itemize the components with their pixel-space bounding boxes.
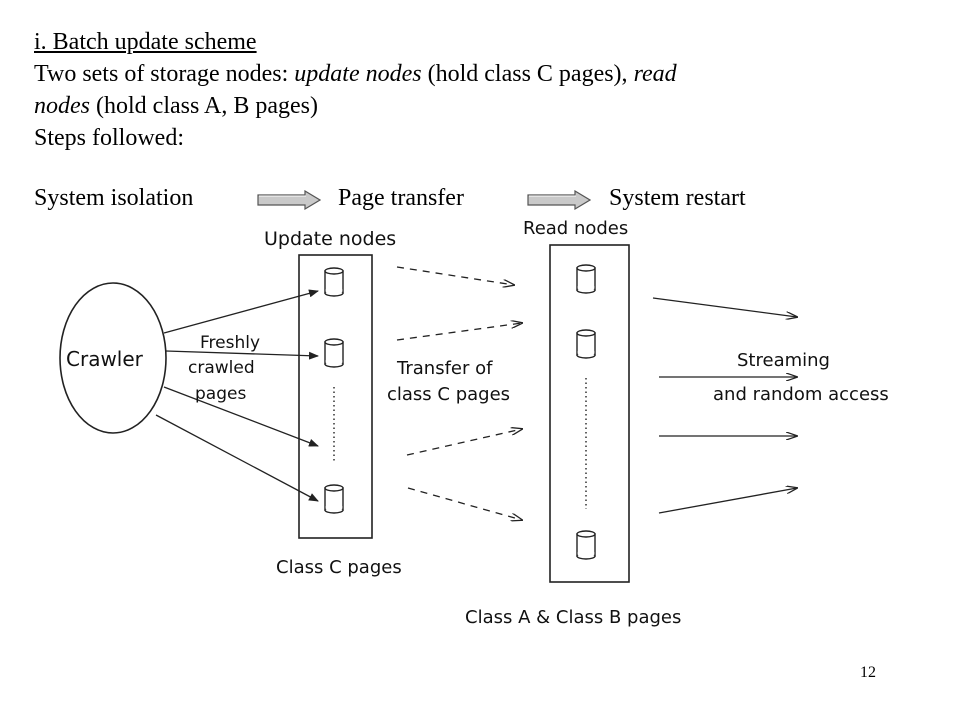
storage-node-icon [576, 264, 596, 294]
class-ab-label: Class A & Class B pages [465, 607, 681, 628]
storage-node-icon [324, 338, 344, 368]
step-arrow-icon [527, 189, 592, 211]
transfer-arrow [406, 429, 522, 456]
streaming-label-2: and random access [713, 384, 889, 405]
batch-update-diagram: Crawler Freshly crawled pages Update nod… [40, 215, 928, 665]
transfer-arrow [396, 323, 522, 341]
crawl-arrow [163, 289, 319, 334]
access-arrow [658, 488, 797, 514]
step-system-isolation: System isolation [34, 185, 194, 211]
update-nodes-term: update nodes [294, 61, 422, 87]
pages-label: pages [195, 384, 246, 404]
text-run: (hold class A, B pages) [90, 93, 318, 119]
transfer-arrow [407, 487, 522, 520]
freshly-label: Freshly [200, 333, 260, 353]
update-nodes-title: Update nodes [264, 228, 396, 250]
read-nodes-box [549, 244, 630, 583]
slide-heading: i. Batch update scheme [34, 26, 934, 58]
page-number: 12 [860, 664, 876, 681]
crawler-node [59, 282, 167, 434]
crawled-label: crawled [188, 358, 255, 378]
storage-nodes-line: Two sets of storage nodes: update nodes … [34, 58, 934, 90]
crawl-arrow [163, 386, 319, 447]
crawl-arrow [155, 414, 319, 502]
access-arrow [652, 297, 797, 317]
step-arrow-icon [257, 189, 322, 211]
streaming-label-1: Streaming [737, 350, 830, 371]
storage-node-icon [324, 484, 344, 514]
crawl-arrow [165, 350, 319, 360]
crawler-label: Crawler [66, 347, 144, 371]
read-nodes-line: nodes (hold class A, B pages) [34, 90, 934, 122]
read-term: read [633, 61, 677, 87]
text-run: Two sets of storage nodes: [34, 61, 295, 87]
transfer-label-1: Transfer of [396, 358, 493, 379]
text-run: (hold class C pages), [421, 61, 634, 87]
step-system-restart: System restart [609, 185, 746, 211]
step-page-transfer: Page transfer [338, 185, 464, 211]
read-nodes-title: Read nodes [523, 218, 628, 239]
heading-text: i. Batch update scheme [34, 29, 257, 55]
transfer-label-2: class C pages [387, 384, 510, 405]
nodes-term: nodes [34, 93, 90, 119]
steps-label: Steps followed: [34, 125, 184, 151]
transfer-arrow [396, 266, 514, 285]
storage-node-icon [324, 267, 344, 297]
class-c-label: Class C pages [276, 557, 402, 578]
slide-text: i. Batch update scheme Two sets of stora… [34, 26, 934, 154]
update-nodes-box [298, 254, 373, 539]
storage-node-icon [576, 530, 596, 560]
storage-node-icon [576, 329, 596, 359]
